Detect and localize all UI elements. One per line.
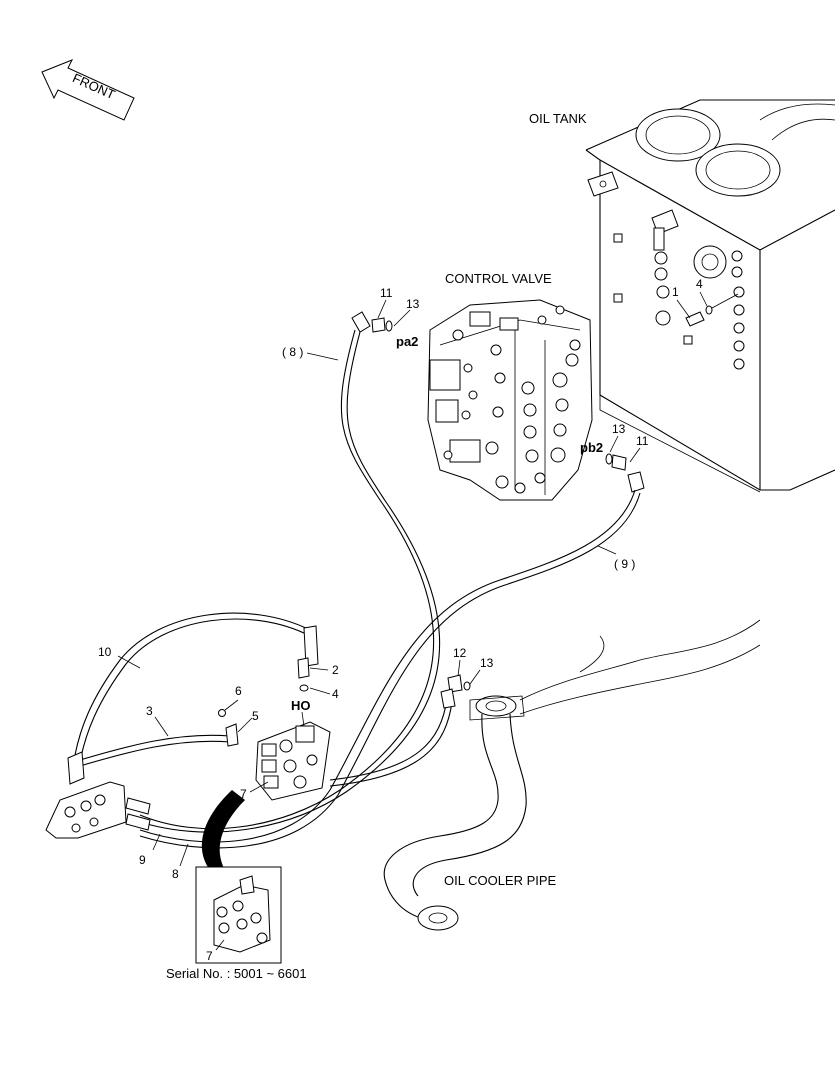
callout-4: 4: [332, 687, 339, 701]
control-valve-label: CONTROL VALVE: [445, 271, 552, 286]
fitting-12: [440, 674, 471, 709]
callout-9: 9: [139, 853, 146, 867]
callout-6: 6: [235, 684, 242, 698]
callout-7: 7: [240, 787, 247, 801]
callout-13-top: 13: [406, 297, 420, 311]
front-arrow-icon: FRONT: [41, 59, 135, 121]
callout-12: 12: [453, 646, 467, 660]
callout-9-ref: ( 9 ): [614, 557, 635, 571]
callout-8-ref: ( 8 ): [282, 345, 303, 359]
callout-2: 2: [332, 663, 339, 677]
oil-cooler-pipe: [383, 619, 761, 931]
callout-10: 10: [98, 645, 112, 659]
callout-13-right: 13: [612, 422, 626, 436]
fitting-pa2: [351, 311, 393, 333]
fitting-5-6: [218, 709, 239, 747]
callout-11-right: 11: [636, 434, 649, 448]
callout-11-top: 11: [380, 286, 393, 300]
manifold-left: [45, 751, 151, 839]
port-pb2-label: pb2: [580, 440, 603, 455]
callout-5: 5: [252, 709, 259, 723]
callout-8: 8: [172, 867, 179, 881]
oil-tank-label: OIL TANK: [529, 111, 587, 126]
leader-lines: [117, 299, 641, 867]
callout-3: 3: [146, 704, 153, 718]
valve-block-7: [255, 721, 331, 801]
fitting-pb2: [605, 453, 645, 493]
serial-number-label: Serial No. : 5001 ~ 6601: [166, 966, 307, 981]
inset-box: 7: [195, 790, 282, 964]
control-valve: [427, 299, 593, 501]
port-ho-label: HO: [291, 698, 311, 713]
oil-cooler-pipe-label: OIL COOLER PIPE: [444, 873, 557, 888]
port-pa2-label: pa2: [396, 334, 418, 349]
callout-13-lower: 13: [480, 656, 494, 670]
callout-7-inset: 7: [206, 949, 213, 963]
hoses: [74, 329, 641, 849]
fitting-2: [297, 657, 310, 692]
callout-4-tank: 4: [696, 277, 703, 291]
oil-tank: [585, 99, 835, 493]
callout-1: 1: [672, 285, 679, 299]
